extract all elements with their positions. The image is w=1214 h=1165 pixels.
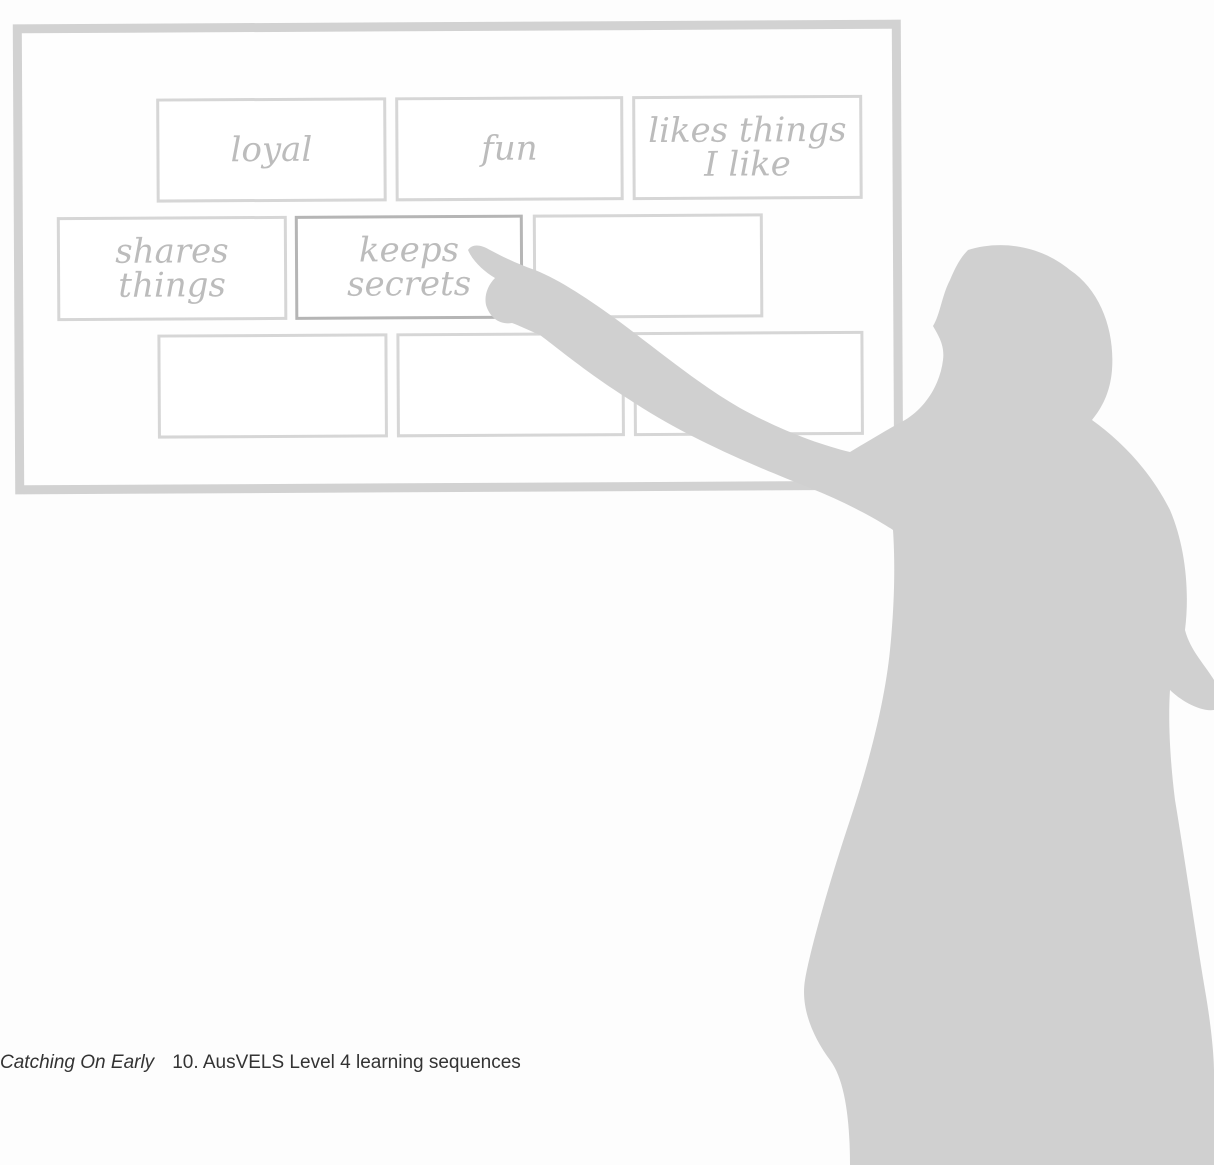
page-footer: Catching On Early 10. AusVELS Level 4 lea… <box>0 1052 521 1074</box>
chapter-title: 10. AusVELS Level 4 learning sequences <box>172 1052 521 1073</box>
word-card-9-empty <box>633 330 864 437</box>
whiteboard: loyal fun likes things I like shares thi… <box>12 19 904 495</box>
word-card-7-empty <box>157 333 388 439</box>
word-card-6-empty <box>532 213 764 319</box>
word-card-4: shares things <box>56 215 288 322</box>
word-card-5-highlighted: keeps secrets <box>294 214 524 320</box>
book-title: Catching On Early <box>0 1052 155 1073</box>
word-card-8-empty <box>396 332 625 438</box>
word-card-1: loyal <box>156 97 387 203</box>
word-card-2: fun <box>395 96 624 202</box>
word-card-3: likes things I like <box>632 94 863 201</box>
